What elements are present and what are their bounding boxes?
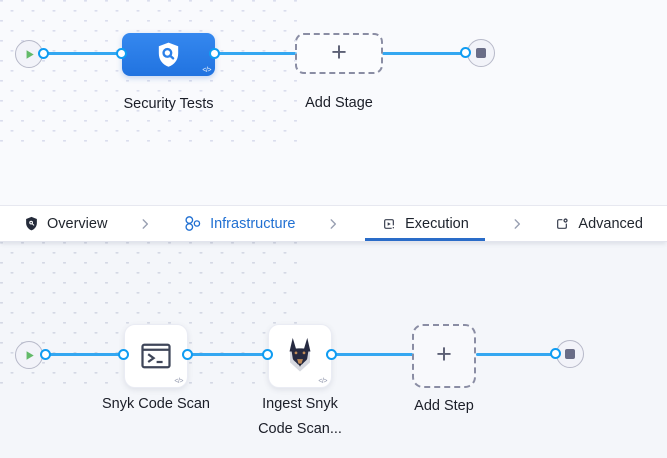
edge bbox=[330, 353, 414, 356]
tab-execution[interactable]: Execution bbox=[365, 206, 485, 241]
connector-port[interactable] bbox=[116, 48, 127, 59]
plus-icon: + bbox=[436, 339, 452, 369]
stage-config-tabbar: Overview Infrastructure Execution bbox=[0, 205, 667, 242]
edge bbox=[213, 52, 297, 55]
step-node-snyk-code-scan[interactable]: </> bbox=[124, 324, 188, 388]
step-canvas: </> Snyk Code Scan </> Ingest Snyk Code … bbox=[0, 242, 667, 458]
step-label: Snyk Code Scan bbox=[101, 396, 210, 412]
pipeline-end-node[interactable] bbox=[467, 39, 495, 67]
connector-port[interactable] bbox=[38, 48, 49, 59]
connector-port[interactable] bbox=[118, 349, 129, 360]
edge bbox=[44, 52, 124, 55]
chevron-right-icon bbox=[326, 206, 340, 241]
plus-icon: + bbox=[331, 36, 347, 67]
play-icon bbox=[26, 49, 34, 59]
code-glyph: </> bbox=[202, 67, 211, 74]
edge bbox=[476, 353, 556, 356]
tab-label: Infrastructure bbox=[210, 215, 296, 232]
edge bbox=[186, 353, 270, 356]
add-stage-button[interactable]: + bbox=[295, 33, 383, 74]
stage-node-security-tests[interactable]: </> bbox=[122, 33, 215, 76]
connector-port[interactable] bbox=[326, 349, 337, 360]
tab-label: Execution bbox=[405, 215, 469, 232]
execution-icon bbox=[384, 218, 395, 229]
connector-port[interactable] bbox=[209, 48, 220, 59]
advanced-icon bbox=[557, 217, 569, 229]
step-node-ingest-snyk[interactable]: </> bbox=[268, 324, 332, 388]
stop-icon bbox=[565, 349, 575, 359]
chevron-right-icon bbox=[510, 206, 524, 241]
code-glyph: </> bbox=[174, 378, 183, 385]
edge bbox=[46, 353, 126, 356]
connector-port[interactable] bbox=[460, 47, 471, 58]
tab-label: Overview bbox=[47, 215, 108, 232]
chevron-right-icon bbox=[138, 206, 152, 241]
play-icon bbox=[26, 350, 34, 360]
add-step-label: Add Step bbox=[414, 398, 474, 414]
shield-icon bbox=[26, 216, 37, 231]
connector-port[interactable] bbox=[182, 349, 193, 360]
edge bbox=[382, 52, 466, 55]
tab-advanced[interactable]: Advanced bbox=[548, 206, 649, 241]
connector-port[interactable] bbox=[262, 349, 273, 360]
shield-search-icon bbox=[158, 42, 179, 67]
step-label: Ingest Snyk Code Scan... bbox=[258, 396, 342, 437]
tab-overview[interactable]: Overview bbox=[18, 206, 113, 241]
stage-canvas: </> Security Tests + Add Stage bbox=[0, 0, 667, 205]
code-glyph: </> bbox=[318, 378, 327, 385]
connector-port[interactable] bbox=[550, 348, 561, 359]
add-step-button[interactable]: + bbox=[412, 324, 476, 388]
steps-start-node[interactable] bbox=[15, 341, 43, 369]
snyk-dog-icon bbox=[289, 337, 311, 372]
stage-label: Security Tests bbox=[123, 96, 214, 112]
tab-infrastructure[interactable]: Infrastructure bbox=[177, 206, 301, 241]
infrastructure-icon bbox=[185, 216, 201, 231]
stop-icon bbox=[476, 48, 486, 58]
add-stage-label: Add Stage bbox=[305, 95, 373, 111]
connector-port[interactable] bbox=[40, 349, 51, 360]
terminal-icon bbox=[141, 343, 171, 369]
tab-label: Advanced bbox=[578, 215, 643, 232]
